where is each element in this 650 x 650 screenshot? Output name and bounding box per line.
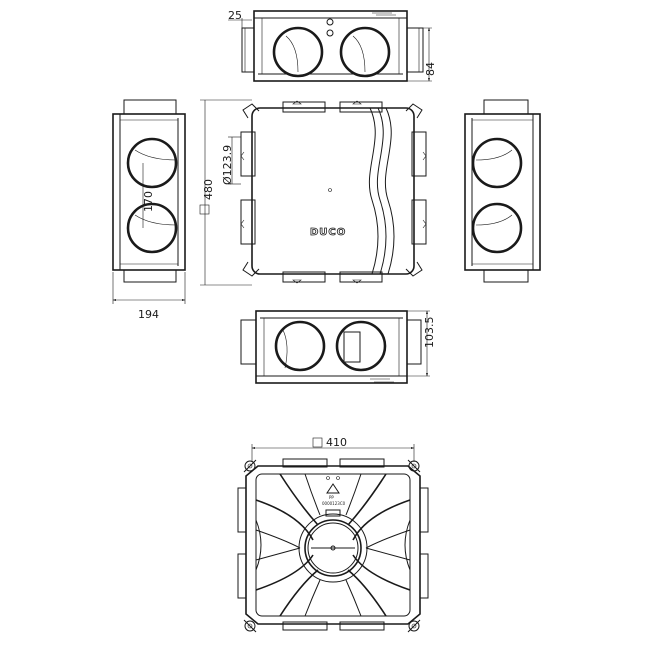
dim-depth: 194 xyxy=(112,272,186,321)
dim-inner-square-label: 410 xyxy=(326,436,347,449)
dim-bottom-height-label: 103.5 xyxy=(423,317,436,349)
dim-top-height: 84 xyxy=(407,27,437,82)
material-mark: PP xyxy=(329,495,334,500)
underside-view: PP 0000123C0 xyxy=(237,458,429,633)
part-code: 0000123C0 xyxy=(322,501,346,506)
dim-spacing-label: 170 xyxy=(142,191,155,212)
dim-inner-square: 410 xyxy=(251,436,415,462)
brand-logo: DUCO xyxy=(310,227,346,238)
dim-outer-square: 480 xyxy=(199,99,252,286)
right-side-view xyxy=(464,99,541,283)
dim-diameter-label: Ø123.9 xyxy=(221,145,234,185)
bottom-side-view xyxy=(240,310,422,384)
dim-outer-square-label: 480 xyxy=(202,179,215,200)
top-side-view xyxy=(241,10,424,82)
dim-depth-label: 194 xyxy=(138,308,159,321)
center-top-view: DUCO xyxy=(240,100,427,284)
dim-top-offset-label: 25 xyxy=(228,9,242,22)
dim-bottom-height: 103.5 xyxy=(407,310,436,377)
dim-top-height-label: 84 xyxy=(424,62,437,76)
dim-diameter: Ø123.9 xyxy=(221,136,241,185)
dim-spacing: 170 xyxy=(142,163,155,228)
left-side-view xyxy=(112,99,186,283)
dim-top-offset: 25 xyxy=(228,9,255,28)
